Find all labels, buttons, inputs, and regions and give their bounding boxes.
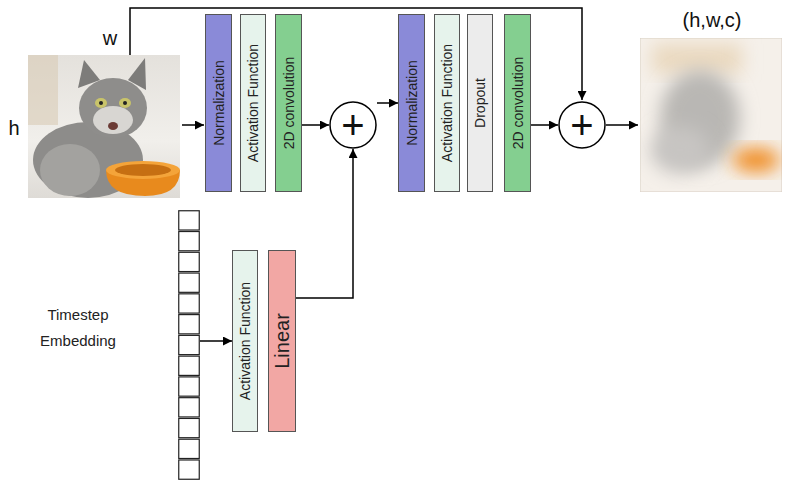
sum-circle: + bbox=[329, 101, 377, 149]
block-label: Normalization bbox=[212, 60, 226, 146]
normalization-box: Normalization bbox=[205, 14, 232, 192]
block-label: 2D convolution bbox=[282, 57, 296, 150]
connector-arrow bbox=[296, 149, 353, 298]
activation-box: Activation Function bbox=[434, 14, 460, 192]
block-label: Activation Function bbox=[246, 44, 260, 162]
block-label: Dropout bbox=[473, 78, 487, 128]
linear-box: Linear bbox=[268, 250, 296, 432]
connector-arrow bbox=[377, 102, 398, 104]
connector-arrow bbox=[302, 124, 329, 126]
output-image bbox=[640, 38, 782, 192]
block-label: Normalization bbox=[405, 60, 419, 146]
sum-symbol: + bbox=[329, 101, 377, 149]
activation-box: Activation Function bbox=[232, 250, 258, 432]
shape-label: (h,w,c) bbox=[683, 10, 742, 30]
block-label: 2D convolution bbox=[511, 57, 525, 150]
input-arrow bbox=[182, 124, 204, 126]
embedding-cells bbox=[178, 210, 200, 480]
connector-arrow bbox=[200, 340, 232, 342]
activation-box: Activation Function bbox=[240, 14, 266, 192]
output-arrow bbox=[606, 124, 638, 126]
dropout-box: Dropout bbox=[467, 14, 493, 192]
block-label: Activation Function bbox=[238, 282, 252, 400]
sum-circle: + bbox=[558, 101, 606, 149]
convolution-box: 2D convolution bbox=[504, 14, 531, 192]
cat-image bbox=[28, 55, 180, 198]
sum-symbol: + bbox=[558, 101, 606, 149]
convolution-box: 2D convolution bbox=[275, 14, 302, 192]
block-label: Activation Function bbox=[440, 44, 454, 162]
width-label: w bbox=[103, 28, 117, 48]
connector-arrow bbox=[531, 124, 558, 126]
input-label: Timestep Embedding bbox=[16, 302, 140, 354]
normalization-box: Normalization bbox=[398, 14, 425, 192]
height-label: h bbox=[8, 118, 19, 138]
embedding-vector: Timestep Embedding bbox=[178, 210, 200, 480]
block-label: Linear bbox=[272, 313, 292, 369]
